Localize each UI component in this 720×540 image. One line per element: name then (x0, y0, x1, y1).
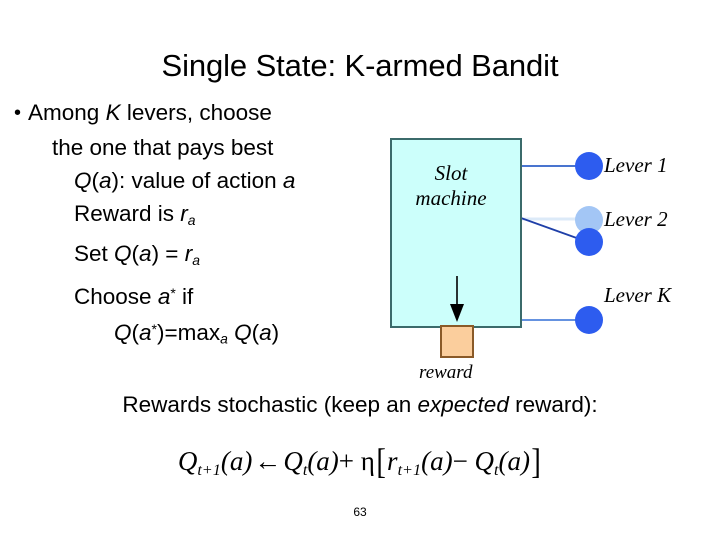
list-item: Reward is ra (14, 197, 484, 237)
stochastic-note: Rewards stochastic (keep an expected rew… (0, 392, 720, 418)
line-4-subscript: a (187, 211, 196, 228)
slot-machine-diagram-svg (390, 138, 603, 358)
line-3-a2: a (282, 168, 296, 193)
eq-r-arg: (a) (421, 446, 453, 477)
reward-label: reward (419, 362, 473, 383)
stochastic-note-emphasis: expected (417, 392, 509, 417)
list-item: Set Q(a) = ra (14, 237, 484, 277)
slot-machine-diagram (380, 130, 720, 400)
line-1-post: levers, choose (120, 100, 272, 125)
eq-q2-subscript: t (302, 460, 308, 479)
slot-machine-label-line-1: Slot (434, 161, 468, 185)
line-3-open: ( (91, 168, 100, 193)
eq-close-bracket: ] (531, 441, 541, 481)
line-4-pre: Reward is (74, 201, 181, 226)
lever-2-label: Lever 2 (604, 207, 668, 231)
line-3-mid: ): value of action (111, 168, 283, 193)
lever-k-knob-icon[interactable] (575, 306, 603, 334)
line-6-if: if (175, 283, 194, 309)
eq-open-bracket: [ (376, 441, 386, 481)
line-5-equals: ) = (151, 240, 185, 266)
line-5-set: Set (74, 240, 115, 266)
lever-1-knob-icon[interactable] (575, 152, 603, 180)
list-item: Q(a*)=maxa Q(a) (14, 313, 484, 356)
lever-k-label: Lever K (604, 283, 672, 307)
page-title: Single State: K-armed Bandit (161, 48, 559, 83)
lever-1-label: Lever 1 (604, 153, 668, 177)
slot-machine-label-line-2: machine (415, 186, 487, 210)
eq-q1: Q (177, 446, 198, 477)
eq-r: r (387, 446, 398, 477)
line-3-a: a (99, 168, 112, 193)
line-1-pre: Among (28, 100, 106, 125)
list-item: Choose a* if (14, 277, 484, 313)
line-2-text: the one that pays best (52, 135, 274, 160)
line-3-q: Q (74, 168, 92, 193)
page-number: 63 (353, 505, 367, 519)
line-7-q: Q (114, 319, 132, 345)
line-6-star: * (170, 284, 176, 301)
lever-2-knob-light-icon[interactable] (575, 206, 603, 234)
eq-q3-arg: (a) (498, 446, 531, 477)
slot-machine-label: Slot machine (396, 161, 506, 211)
line-5-q: Q (114, 240, 132, 266)
line-5-subscript: a (192, 251, 200, 268)
eq-arrow-icon: ← (254, 446, 282, 477)
line-7-tail-a: a (259, 319, 272, 345)
list-item: • Among K levers, choose (14, 96, 484, 131)
line-7-subscript: a (220, 330, 228, 347)
slot-machine-box (390, 138, 522, 328)
update-equation: Qt+1(a)←Qt(a)+ η[rt+1(a)− Qt(a)] (0, 440, 720, 482)
connector-lever-2-diagonal (520, 217, 586, 242)
bullet-list: • Among K levers, choose the one that pay… (14, 96, 484, 355)
eq-q2: Q (283, 446, 303, 477)
eq-q1-subscript: t+1 (197, 460, 221, 479)
eq-q3-subscript: t (494, 460, 499, 479)
line-7-a: a (139, 319, 152, 345)
line-7-open: ( (131, 319, 140, 345)
line-4-r: r (180, 201, 188, 226)
line-7-eqmax: )=max (156, 319, 221, 345)
line-6-choose: Choose (74, 283, 158, 309)
eq-eta: η (360, 446, 375, 477)
bullet-icon: • (14, 102, 22, 124)
line-5-open: ( (131, 240, 140, 266)
eq-q1-arg: (a) (220, 446, 253, 477)
eq-r-subscript: t+1 (397, 460, 422, 479)
line-7-star: * (151, 320, 157, 337)
line-5-r: r (184, 240, 193, 266)
list-item: Q(a): value of action a (14, 164, 484, 197)
eq-minus: − (452, 446, 475, 477)
list-item: the one that pays best (14, 131, 484, 164)
lever-2-knob-dark-icon[interactable] (575, 228, 603, 256)
eq-q3: Q (474, 446, 495, 477)
stochastic-note-pre: Rewards stochastic (keep an (122, 392, 418, 417)
stochastic-note-post: reward): (508, 392, 598, 417)
line-7-tail-q: Q (227, 319, 252, 345)
line-7-tail-close: ) (271, 319, 280, 345)
payout-arrow-head-icon (450, 304, 464, 322)
line-6-a: a (157, 283, 171, 309)
eq-plus: + (338, 446, 361, 477)
eq-q2-arg: (a) (307, 446, 339, 477)
line-1-k-italic: K (105, 100, 121, 125)
reward-box (440, 325, 474, 358)
line-5-a: a (139, 240, 152, 266)
line-7-tail-open: ( (251, 319, 260, 345)
